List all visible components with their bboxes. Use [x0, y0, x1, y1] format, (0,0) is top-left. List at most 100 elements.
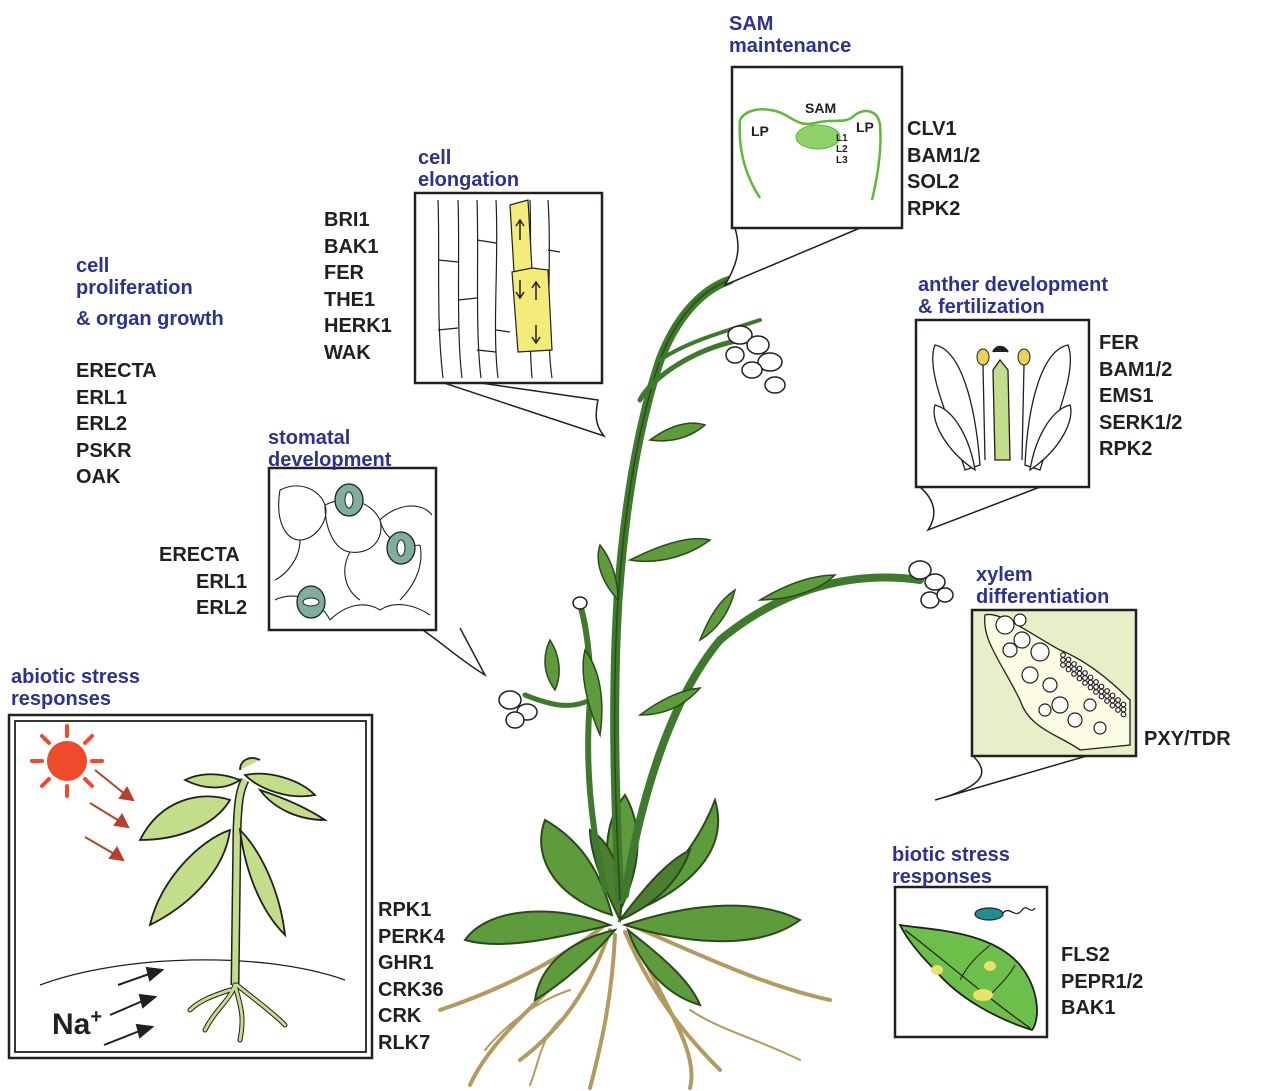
biotic-stress-title: biotic stress responses	[892, 844, 1010, 888]
phloem-cell	[1083, 671, 1088, 676]
title-line: responses	[11, 688, 140, 710]
phloem-cell	[1105, 694, 1110, 699]
phloem-cell	[1066, 657, 1071, 662]
cell-elongation-box	[415, 193, 602, 383]
title-line: cell	[418, 147, 519, 169]
phloem-cell	[1094, 680, 1099, 685]
phloem-cell	[1110, 703, 1115, 708]
sam-region	[796, 125, 840, 149]
title-line: xylem	[976, 564, 1109, 586]
phloem-cell	[1094, 690, 1099, 695]
phloem-cell	[1105, 689, 1110, 694]
phloem-cell	[1083, 676, 1088, 681]
gene-label: BAM1/2	[907, 143, 980, 170]
gene-label: ERL1	[159, 569, 247, 596]
phloem-cell	[1116, 698, 1121, 703]
cell-proliferation-genes: ERECTA ERL1 ERL2 PSKR OAK	[76, 358, 157, 491]
phloem-cell	[1072, 662, 1077, 667]
phloem-cell	[1072, 672, 1077, 677]
title-line: abiotic stress	[11, 666, 140, 688]
phloem-cell	[1121, 707, 1126, 712]
title-line: responses	[892, 866, 1010, 888]
biotic-stress-genes: FLS2 PEPR1/2 BAK1	[1061, 942, 1143, 1022]
phloem-cell	[1105, 699, 1110, 704]
panel-biotic-stress	[895, 887, 1047, 1037]
sam-label: SAM	[805, 100, 836, 116]
title-line: SAM	[729, 13, 851, 35]
gene-label: CLV1	[907, 116, 980, 143]
title-line: development	[268, 449, 391, 471]
xylem-vessel	[1052, 697, 1068, 713]
stomatal-development-genes: ERECTA ERL1 ERL2	[159, 542, 247, 622]
cell-elongation-title: cell elongation	[418, 147, 519, 191]
title-line: & organ growth	[76, 308, 224, 330]
xylem-vessel	[1031, 643, 1049, 661]
phloem-cell	[1099, 694, 1104, 699]
title-line: differentiation	[976, 586, 1109, 608]
layer-l1-label: L1	[836, 133, 848, 144]
gene-label: SERK1/2	[1099, 410, 1182, 437]
phloem-cell	[1083, 681, 1088, 686]
gene-label: OAK	[76, 464, 157, 491]
phloem-cell	[1116, 703, 1121, 708]
sun-icon	[32, 726, 102, 796]
panel-xylem-differentiation	[935, 610, 1136, 800]
elongating-cell-2	[512, 268, 552, 352]
phloem-cell	[1099, 684, 1104, 689]
xylem-vessel	[996, 616, 1014, 634]
phloem-cell	[1066, 667, 1071, 672]
gene-label: RPK1	[378, 897, 445, 924]
gene-label: BRI1	[324, 207, 392, 234]
callout-pointer	[725, 228, 860, 285]
xylem-vessel	[1094, 722, 1106, 734]
phloem-cell	[1088, 675, 1093, 680]
title-line: & fertilization	[918, 296, 1108, 318]
sodium-ion-label: Na+	[52, 1000, 102, 1042]
gene-label: WAK	[324, 340, 392, 367]
phloem-cell	[1110, 698, 1115, 703]
title-line: biotic stress	[892, 844, 1010, 866]
phloem-cell	[1061, 653, 1066, 658]
lp-right-label: LP	[856, 119, 874, 135]
anther-right	[1018, 349, 1030, 365]
phloem-cell	[1061, 658, 1066, 663]
abiotic-stress-genes: RPK1 PERK4 GHR1 CRK36 CRK RLK7	[378, 897, 445, 1056]
callout-pointer	[270, 628, 485, 675]
cell-elongation-genes: BRI1 BAK1 FER THE1 HERK1 WAK	[324, 207, 392, 366]
gene-label: ERECTA	[76, 358, 157, 385]
phloem-cell	[1077, 676, 1082, 681]
gene-label: FLS2	[1061, 942, 1143, 969]
xylem-vessel	[1043, 678, 1057, 692]
gene-label: ERL2	[76, 411, 157, 438]
xylem-vessel	[1014, 614, 1026, 626]
gene-label: ERL1	[76, 385, 157, 412]
gene-label: ERL2	[159, 595, 247, 622]
abiotic-stress-title: abiotic stress responses	[11, 666, 140, 710]
panel-anther-development	[916, 320, 1089, 530]
gene-label: GHR1	[378, 950, 445, 977]
flower-clusters	[499, 326, 953, 728]
gene-label: BAM1/2	[1099, 357, 1182, 384]
gene-label: RPK2	[907, 196, 980, 223]
callout-pointer	[920, 487, 1040, 530]
gene-label: BAK1	[1061, 995, 1143, 1022]
gene-label: THE1	[324, 287, 392, 314]
title-line: cell	[76, 255, 224, 277]
phloem-cell	[1088, 685, 1093, 690]
panel-cell-elongation	[415, 193, 604, 436]
title-line: maintenance	[729, 35, 851, 57]
gene-label: PEPR1/2	[1061, 969, 1143, 996]
gene-label: PSKR	[76, 438, 157, 465]
layer-l2-label: L2	[836, 144, 848, 155]
phloem-cell	[1094, 685, 1099, 690]
gene-label: RPK2	[1099, 436, 1182, 463]
cell-proliferation-title: cell proliferation & organ growth	[76, 255, 224, 330]
gene-label: PERK4	[378, 924, 445, 951]
phloem-cell	[1116, 708, 1121, 713]
phloem-cell	[1077, 666, 1082, 671]
xylem-differentiation-title: xylem differentiation	[976, 564, 1109, 608]
sodium-symbol: Na	[52, 1008, 90, 1041]
gene-label: CRK36	[378, 977, 445, 1004]
phloem-cell	[1077, 671, 1082, 676]
sam-maintenance-genes: CLV1 BAM1/2 SOL2 RPK2	[907, 116, 980, 222]
